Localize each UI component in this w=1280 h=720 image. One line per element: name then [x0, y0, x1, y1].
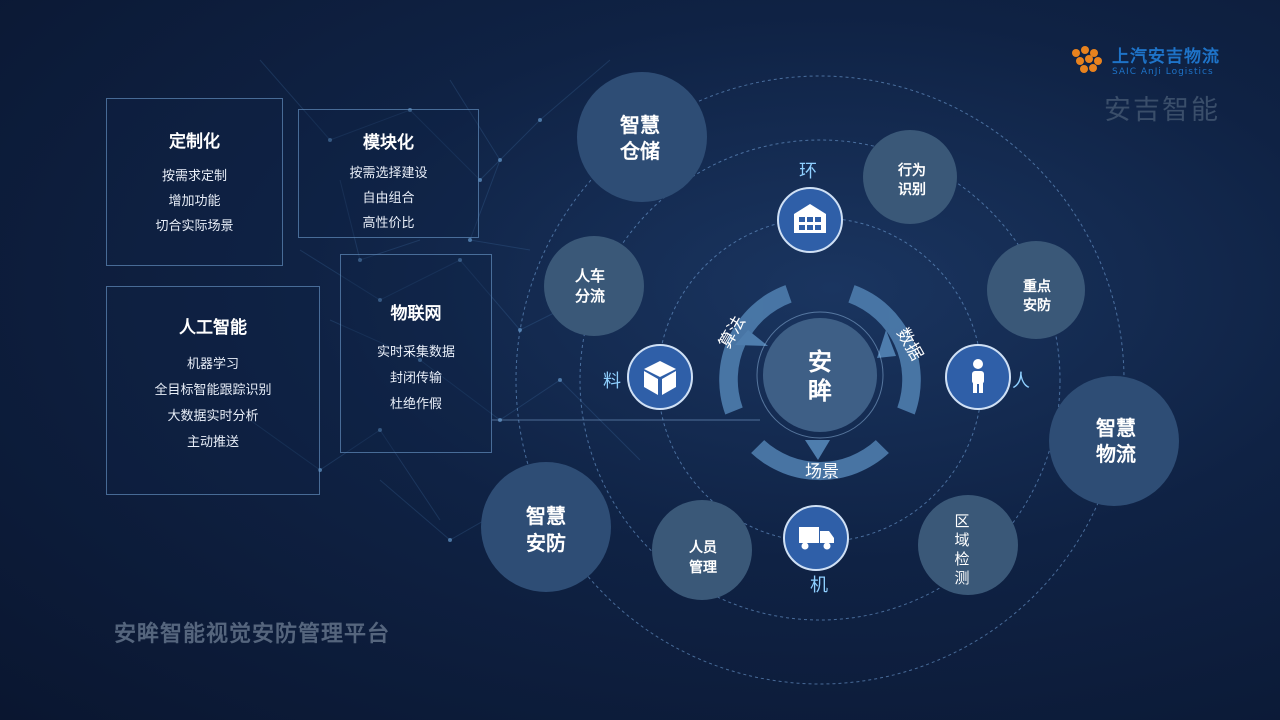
circle-personnel [652, 500, 752, 600]
ring-arc-data [848, 285, 921, 415]
label-machine: 机 [810, 575, 828, 596]
circle-text: 行为 [897, 162, 926, 179]
logo-en: SAIC AnJi Logistics [1112, 67, 1214, 77]
circle-text: 管理 [689, 559, 717, 576]
box-title: 模块化 [363, 133, 414, 153]
circle-separation [544, 236, 644, 336]
box-item: 切合实际场景 [155, 219, 234, 234]
box-item: 封闭传输 [389, 371, 442, 386]
orbit-middle [579, 139, 1061, 621]
circle-text: 安防 [526, 531, 566, 555]
circle-text: 智慧 [1096, 416, 1136, 440]
center-circle [763, 318, 877, 432]
circle-text: 域 [954, 531, 969, 549]
ring-arc-algorithm [719, 285, 792, 415]
platform-title: 安眸智能视觉安防管理平台 [114, 622, 391, 647]
circle-smart-logistics [1049, 376, 1179, 506]
circle-text: 智慧 [620, 113, 660, 137]
circle-text: 识别 [898, 182, 926, 198]
box-item: 主动推送 [186, 435, 239, 450]
box-title: 人工智能 [179, 318, 247, 338]
box-item: 按需求定制 [161, 169, 227, 184]
circle-text: 区 [954, 512, 969, 530]
circle-behavior [863, 130, 957, 224]
circle-text: 重点 [1023, 278, 1051, 295]
center-halo [756, 311, 884, 439]
box-item: 全目标智能跟踪识别 [154, 383, 272, 398]
center-text-2: 眸 [808, 377, 832, 405]
box-item: 自由组合 [362, 191, 415, 206]
box-item: 杜绝作假 [389, 397, 442, 412]
label-material: 料 [603, 371, 621, 392]
person-icon [972, 359, 984, 393]
circle-text: 人车 [575, 267, 605, 285]
box-item: 按需选择建设 [349, 166, 428, 181]
circle-text: 智慧 [526, 504, 566, 528]
box-item: 高性价比 [362, 216, 415, 231]
box-item: 增加功能 [168, 194, 221, 209]
ring-arrow [735, 330, 768, 346]
logo-cn: 上汽安吉物流 [1112, 47, 1220, 67]
box-item: 大数据实时分析 [167, 409, 259, 424]
box-item: 实时采集数据 [376, 345, 455, 360]
circle-text: 物流 [1096, 442, 1136, 466]
brand-title: 安吉智能 [1104, 95, 1220, 126]
circle-text: 检 [954, 550, 969, 568]
warehouse-icon [794, 204, 826, 233]
circle-text: 仓储 [619, 139, 660, 163]
box-title: 物联网 [390, 304, 442, 324]
box-ai: 人工智能 机器学习 全目标智能跟踪识别 大数据实时分析 主动推送 [106, 286, 320, 495]
box-iot: 物联网 实时采集数据 封闭传输 杜绝作假 [340, 254, 492, 453]
truck-icon [799, 527, 834, 550]
circle-text: 分流 [575, 287, 605, 305]
box-title: 定制化 [169, 132, 220, 152]
circle-region [918, 495, 1018, 595]
logo-dots-icon [1072, 45, 1102, 73]
circle-keypoint [987, 241, 1085, 339]
ring-arc-scene [751, 440, 889, 481]
circle-smart-security [481, 462, 611, 592]
box-modular: 模块化 按需选择建设 自由组合 高性价比 [298, 109, 479, 238]
box-customization: 定制化 按需求定制 增加功能 切合实际场景 [106, 98, 283, 266]
circle-text: 安防 [1023, 297, 1051, 314]
circle-text: 测 [954, 569, 969, 587]
ring-arrow [805, 440, 830, 460]
ring-label-scene: 场景 [805, 462, 839, 482]
center-text-1: 安 [808, 348, 832, 376]
label-person: 人 [1012, 371, 1030, 392]
box-item: 机器学习 [186, 357, 239, 372]
circle-text: 人员 [689, 539, 717, 556]
label-env: 环 [799, 161, 817, 182]
box-package-icon [644, 361, 676, 395]
ring-arrow [877, 330, 896, 358]
company-logo: 上汽安吉物流 SAIC AnJi Logistics [1070, 42, 1220, 77]
circle-smart-storage [577, 72, 707, 202]
